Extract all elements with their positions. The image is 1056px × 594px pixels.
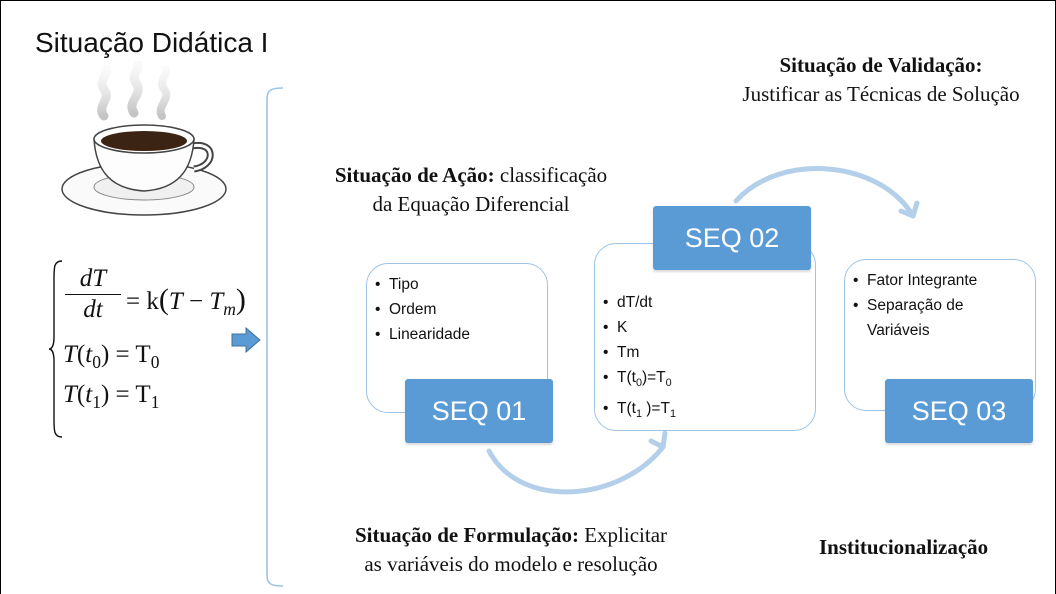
coffee-cup-icon: [61, 61, 227, 216]
list-item: Ordem: [375, 297, 547, 322]
list-item: Linearidade: [375, 322, 547, 347]
eq-numerator: dT: [79, 265, 107, 292]
arc-seq01-seq02: [486, 444, 666, 495]
page-title: Situação Didática I: [35, 27, 269, 58]
list-item: T(t0)=T0: [603, 365, 815, 396]
list-item: dT/dt: [603, 290, 815, 315]
eq-rhs: = k(T − Tm): [126, 283, 246, 319]
arc-seq02-seq03: [733, 166, 916, 219]
list-item: K: [603, 315, 815, 340]
list-item: Separação de Variáveis: [853, 293, 1027, 343]
seq01-list: Tipo Ordem Linearidade: [375, 272, 547, 347]
seq02-list: dT/dt K Tm T(t0)=T0 T(t1 )=T1: [603, 290, 815, 427]
seq03-label: SEQ 03: [885, 379, 1033, 443]
list-item: Tipo: [375, 272, 547, 297]
eq-ic0: T(t0) = T0: [63, 341, 160, 372]
action-stage: Situação de Ação: classificação da Equaç…: [334, 163, 608, 216]
fraction-bar: [65, 294, 121, 295]
seq02-box: dT/dt K Tm T(t0)=T0 T(t1 )=T1: [594, 243, 816, 431]
eq-denominator: dt: [83, 296, 103, 323]
seq02-label: SEQ 02: [653, 206, 811, 270]
seq01-label: SEQ 01: [405, 379, 553, 443]
formulation-stage: Situação de Formulação: Explicitar as va…: [354, 523, 668, 576]
institutionalization-stage: Institucionalização: [819, 535, 989, 559]
list-item: T(t1 )=T1: [603, 396, 815, 427]
eq-ic1: T(t1) = T1: [63, 381, 160, 412]
list-item: Fator Integrante: [853, 268, 1027, 293]
validation-stage: Situação de Validação: Justificar as Téc…: [742, 53, 1020, 106]
left-brace-icon: [48, 260, 63, 438]
seq03-list: Fator Integrante Separação de Variáveis: [853, 268, 1027, 343]
right-arrow-icon: [231, 327, 261, 353]
left-bracket-icon: [266, 87, 284, 587]
list-item: Tm: [603, 340, 815, 365]
